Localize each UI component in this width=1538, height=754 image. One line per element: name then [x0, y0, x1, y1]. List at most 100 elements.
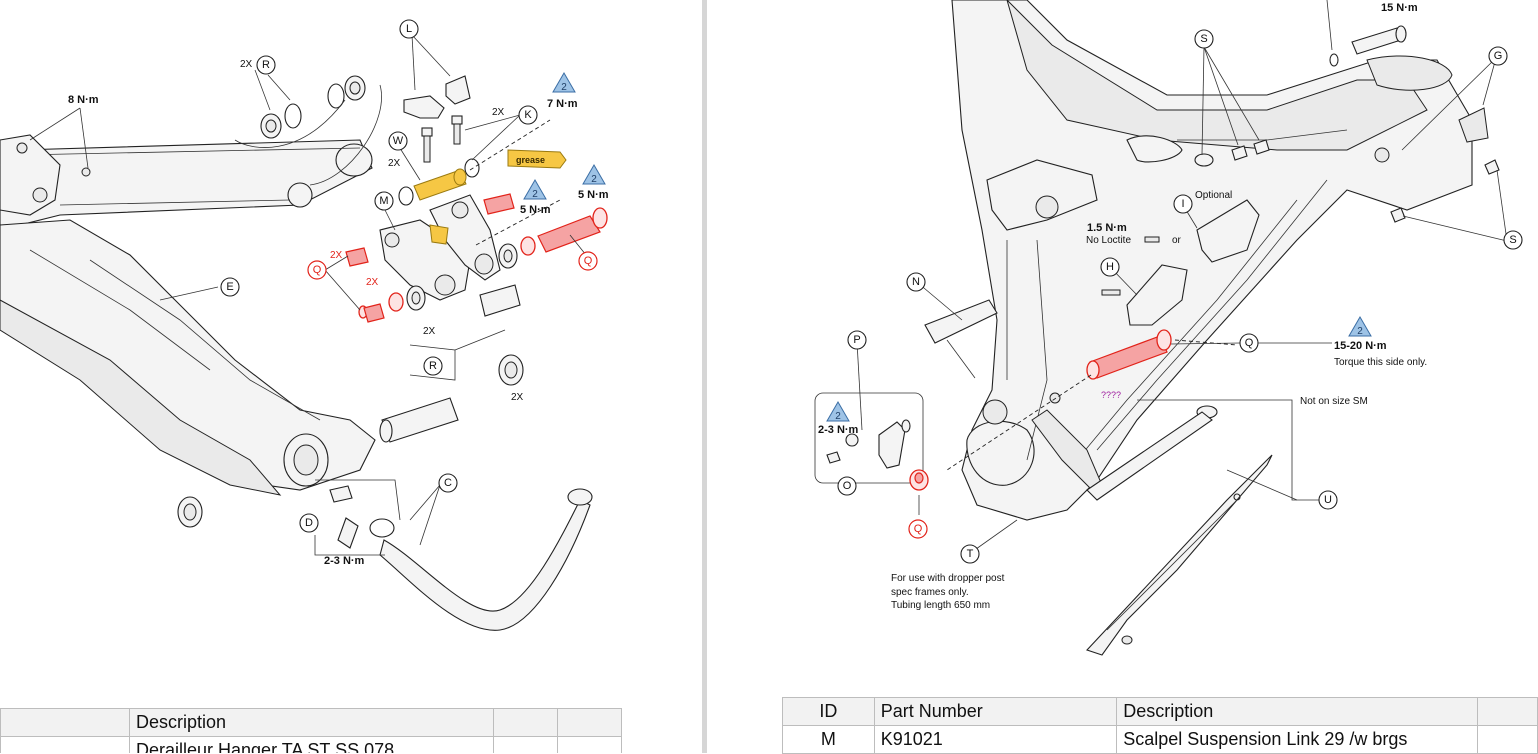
torque-label: 7 N·m	[547, 98, 578, 110]
table-header: ID	[782, 697, 875, 726]
right-page: S G S I H N P Q	[707, 0, 1538, 753]
svg-text:H: H	[1106, 261, 1114, 273]
svg-text:U: U	[1324, 494, 1332, 506]
rocker-cover-parts	[403, 75, 471, 119]
bearing-parts-top	[234, 75, 382, 186]
quantity-label: 2X	[423, 326, 436, 337]
svg-text:Q: Q	[914, 523, 923, 535]
svg-text:Q: Q	[584, 255, 593, 267]
note-or: or	[1172, 235, 1182, 246]
callout-q: Q	[1239, 333, 1259, 353]
svg-text:C: C	[444, 477, 452, 489]
svg-text:N: N	[912, 276, 920, 288]
svg-text:I: I	[1181, 198, 1184, 210]
table-row: M K91021 Scalpel Suspension Link 29 /w b…	[782, 725, 1538, 754]
pivot-sleeves	[177, 284, 524, 528]
torque-label: 1.5 N·m	[1087, 222, 1127, 234]
svg-text:M: M	[379, 195, 388, 207]
leader-lines	[29, 34, 587, 546]
callout-n: N	[906, 272, 926, 292]
note-dropper-line: Tubing length 650 mm	[891, 600, 990, 611]
table-cell	[493, 736, 558, 753]
callout-g: G	[1488, 46, 1508, 66]
svg-text:K: K	[524, 109, 532, 121]
torque-triangle-a: 2	[1348, 316, 1372, 337]
top-bolt-hardware	[1326, 0, 1407, 67]
svg-text:R: R	[429, 360, 437, 372]
svg-text:R: R	[262, 59, 270, 71]
right-exploded-diagram: S G S I H N P Q	[814, 0, 1523, 656]
svg-text:2: 2	[532, 189, 538, 200]
svg-text:Q: Q	[313, 264, 322, 276]
table-cell: Derailleur Hanger TA ST SS 078	[129, 736, 494, 753]
left-exploded-diagram: grease	[0, 19, 609, 631]
torque-label: 8 N·m	[68, 94, 99, 106]
callout-l: L	[399, 19, 419, 39]
left-page: grease	[0, 0, 702, 753]
note-not-on-size: Not on size SM	[1300, 396, 1368, 407]
svg-text:S: S	[1200, 33, 1207, 45]
quantity-label: 2X	[388, 158, 401, 169]
note-dropper-line: spec frames only.	[891, 587, 969, 598]
callout-c: C	[438, 473, 458, 493]
frame-protector-part	[1086, 454, 1273, 656]
torque-triangle-b: 2	[523, 179, 547, 200]
svg-text:W: W	[393, 135, 404, 147]
table-header: Description	[129, 708, 494, 737]
svg-text:D: D	[305, 517, 313, 529]
red-main-pivot-axle	[946, 329, 1238, 471]
table-cell	[0, 736, 130, 753]
table-header	[557, 708, 622, 737]
table-cell	[1476, 725, 1538, 754]
parts-table-right: ID Part Number Description M K91021 Scal…	[782, 697, 1538, 754]
callout-e: E	[220, 277, 240, 297]
svg-text:E: E	[226, 281, 233, 293]
svg-text:G: G	[1494, 50, 1503, 62]
table-header: Part Number	[873, 697, 1118, 726]
cable-port-parts	[1194, 107, 1500, 223]
torque-label: 5 N·m	[578, 189, 609, 201]
svg-text:2: 2	[1357, 326, 1363, 337]
callout-r-top: R	[256, 55, 276, 75]
svg-text:P: P	[853, 334, 860, 346]
torque-label: 2-3 N·m	[324, 555, 365, 567]
callout-o: O	[837, 476, 857, 496]
page-gutter	[702, 0, 707, 753]
callout-s-right: S	[1503, 230, 1523, 250]
table-cell: M	[782, 725, 875, 754]
table-cell	[557, 736, 622, 753]
guard-parts	[924, 299, 1218, 501]
svg-text:O: O	[843, 480, 852, 492]
callout-r-mid: R	[423, 356, 443, 376]
note-dropper-line: For use with dropper post	[891, 573, 1005, 584]
cable-guide-parts	[314, 479, 593, 631]
note-optional: Optional	[1195, 190, 1232, 201]
callout-p: P	[847, 330, 867, 350]
callout-m: M	[374, 191, 394, 211]
quantity-label: 2X	[366, 277, 379, 288]
svg-text:2: 2	[561, 82, 567, 93]
note-torque-side: Torque this side only.	[1334, 357, 1427, 368]
table-header-row: ID Part Number Description	[782, 697, 1538, 726]
callout-d: D	[299, 513, 319, 533]
quantity-label: 2X	[511, 392, 524, 403]
svg-text:2: 2	[591, 174, 597, 185]
torque-triangle-b: 2	[826, 401, 850, 422]
callout-i: I	[1173, 194, 1193, 214]
note-no-loctite: No Loctite	[1086, 235, 1131, 246]
rear-triangle-drawing	[0, 134, 376, 496]
table-header	[0, 708, 130, 737]
table-header	[1476, 697, 1538, 726]
callout-k: K	[518, 105, 538, 125]
svg-text:2: 2	[835, 411, 841, 422]
svg-text:Q: Q	[1245, 337, 1254, 349]
callout-t: T	[960, 544, 980, 564]
torque-label: 15-20 N·m	[1334, 340, 1387, 352]
table-cell: K91021	[873, 725, 1118, 754]
table-cell: Scalpel Suspension Link 29 /w brgs	[1116, 725, 1478, 754]
parts-table-left: Description Derailleur Hanger TA ST SS 0…	[0, 708, 622, 753]
callout-q-right: Q	[578, 251, 598, 271]
red-pivot-hardware	[345, 193, 608, 323]
bolt-parts	[398, 115, 480, 206]
callout-q-left: Q	[307, 260, 327, 280]
